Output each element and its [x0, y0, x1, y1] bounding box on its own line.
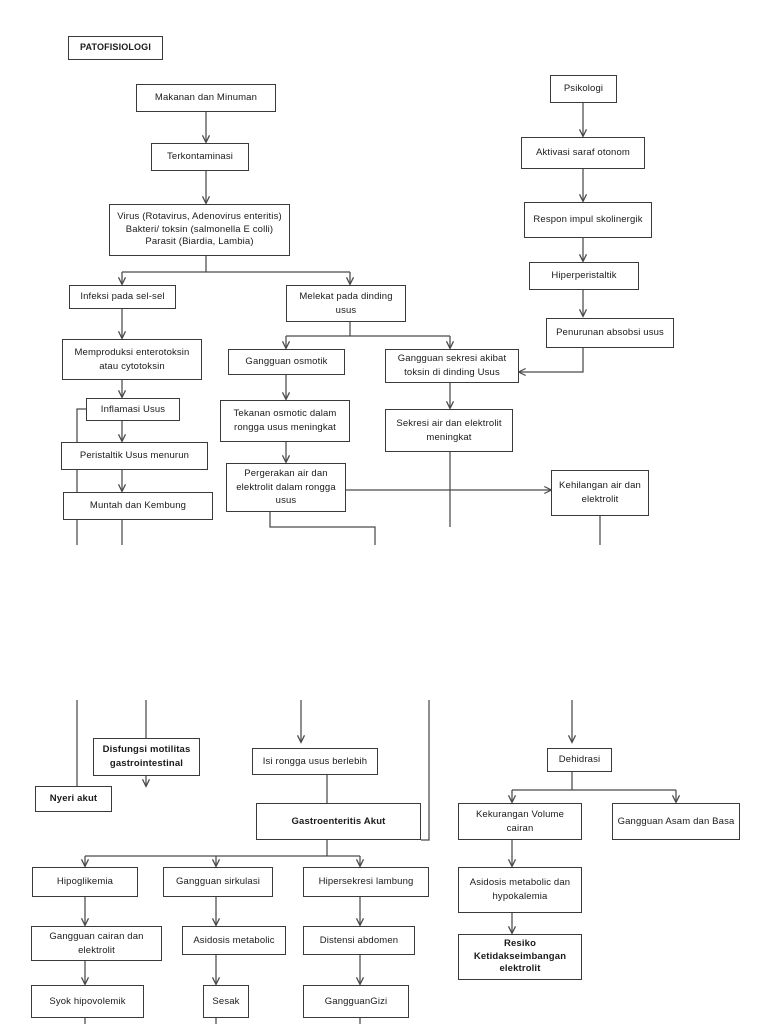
node-kekurangan-volume-cairan: Kekurangan Volume cairan	[458, 803, 582, 840]
node-gangguan-sirkulasi: Gangguan sirkulasi	[163, 867, 273, 897]
edge-penurunan-sekresi	[519, 348, 584, 372]
node-hipersekresi-lambung: Hipersekresi lambung	[303, 867, 429, 897]
node-gangguan-osmotik: Gangguan osmotik	[228, 349, 345, 375]
node-hipoglikemia: Hipoglikemia	[32, 867, 138, 897]
node-resiko-ketidakseimbangan-elektrolit: Resiko Ketidakseimbangan elektrolit	[458, 934, 582, 980]
edge-inflamasi-left-rail	[76, 408, 100, 545]
node-agen-penyebab: Virus (Rotavirus, Adenovirus enteritis) …	[109, 204, 290, 256]
node-respon-impul-skolinergik: Respon impul skolinergik	[524, 202, 652, 238]
node-muntah-dan-kembung: Muntah dan Kembung	[63, 492, 213, 520]
node-memproduksi-enterotoksin: Memproduksi enterotoksin atau cytotoksin	[62, 339, 202, 380]
node-melekat-pada-dinding-usus: Melekat pada dinding usus	[286, 285, 406, 322]
node-dehidrasi: Dehidrasi	[547, 748, 612, 772]
edge-pergerakan-down	[269, 512, 376, 545]
node-nyeri-akut: Nyeri akut	[35, 786, 112, 812]
node-tekanan-osmotic: Tekanan osmotic dalam rongga usus mening…	[220, 400, 350, 442]
node-peristaltik-usus-menurun: Peristaltik Usus menurun	[61, 442, 208, 470]
node-infeksi-pada-sel-sel: Infeksi pada sel-sel	[69, 285, 176, 309]
node-hiperperistaltik: Hiperperistaltik	[529, 262, 639, 290]
node-isi-rongga-usus-berlebih: Isi rongga usus berlebih	[252, 748, 378, 775]
node-gangguan-asam-dan-basa: Gangguan Asam dan Basa	[612, 803, 740, 840]
node-makanan-dan-minuman: Makanan dan Minuman	[136, 84, 276, 112]
node-inflamasi-usus: Inflamasi Usus	[86, 398, 180, 421]
node-disfungsi-motilitas: Disfungsi motilitas gastrointestinal	[93, 738, 200, 776]
agen-line-2: Bakteri/ toksin (salmonella E colli)	[125, 223, 274, 235]
node-asidosis-metabolic: Asidosis metabolic	[182, 926, 286, 955]
node-psikologi: Psikologi	[550, 75, 617, 103]
node-pergerakan-air-elektrolit: Pergerakan air dan elektrolit dalam rong…	[226, 463, 346, 512]
edge-gastro-right-up	[421, 700, 430, 841]
node-gangguan-gizi: GangguanGizi	[303, 985, 409, 1018]
node-distensi-abdomen: Distensi abdomen	[303, 926, 415, 955]
node-gastroenteritis-akut: Gastroenteritis Akut	[256, 803, 421, 840]
node-penurunan-absobsi-usus: Penurunan absobsi usus	[546, 318, 674, 348]
node-terkontaminasi: Terkontaminasi	[151, 143, 249, 171]
title-box-patofisiologi: PATOFISIOLOGI	[68, 36, 163, 60]
node-sesak: Sesak	[203, 985, 249, 1018]
node-gangguan-cairan-elektrolit: Gangguan cairan dan elektrolit	[31, 926, 162, 961]
agen-line-3: Parasit (Biardia, Lambia)	[145, 236, 254, 248]
node-asidosis-metabolic-hypokalemia: Asidosis metabolic dan hypokalemia	[458, 867, 582, 913]
node-aktivasi-saraf-otonom: Aktivasi saraf otonom	[521, 137, 645, 169]
node-kehilangan-air-elektrolit: Kehilangan air dan elektrolit	[551, 470, 649, 516]
node-syok-hipovolemik: Syok hipovolemik	[31, 985, 144, 1018]
node-sekresi-air-elektrolit: Sekresi air dan elektrolit meningkat	[385, 409, 513, 452]
node-gangguan-sekresi-toksin: Gangguan sekresi akibat toksin di dindin…	[385, 349, 519, 383]
agen-line-1: Virus (Rotavirus, Adenovirus enteritis)	[117, 211, 282, 223]
